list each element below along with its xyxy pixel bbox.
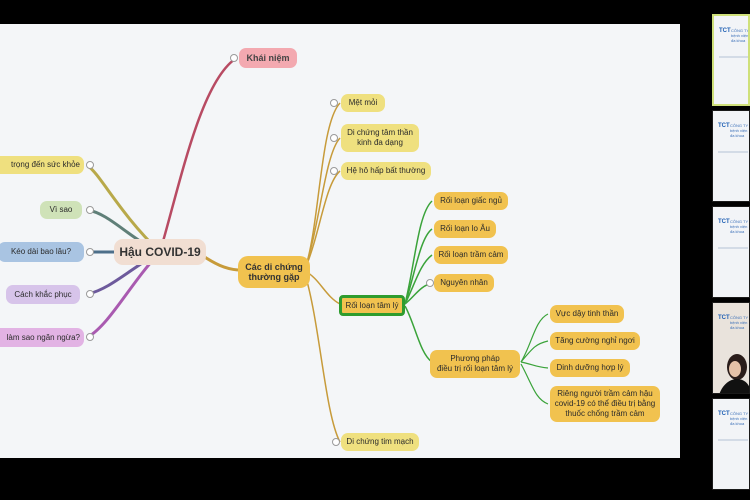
company-logo-icon: TCT <box>718 315 730 321</box>
branch-why[interactable]: Vì sao <box>40 201 82 219</box>
collapse-toggle-icon[interactable] <box>86 206 94 214</box>
company-logo-icon: TCT <box>718 219 730 225</box>
participant-tile[interactable]: TCT CÔNG TY bệnh viện đa khoa <box>712 398 750 490</box>
collapse-toggle-icon[interactable] <box>332 438 340 446</box>
collapse-toggle-icon[interactable] <box>230 54 238 62</box>
company-logo-icon: TCT <box>719 28 731 34</box>
treatment-nutrition[interactable]: Dinh dưỡng hợp lý <box>550 359 630 377</box>
divider <box>718 247 748 249</box>
tile-caption: CÔNG TY bệnh viện đa khoa <box>730 315 749 330</box>
symptom-cardio[interactable]: Di chứng tim mạch <box>341 433 419 451</box>
participant-tile-speaker[interactable]: TCT CÔNG TY bệnh viện đa khoa <box>712 302 750 394</box>
collapse-toggle-icon[interactable] <box>86 290 94 298</box>
symptom-respiratory[interactable]: Hệ hô hấp bất thường <box>341 162 431 180</box>
participant-tile[interactable]: TCT CÔNG TY bệnh viện đa khoa <box>712 14 750 106</box>
branch-importance[interactable]: trọng đến sức khỏe <box>0 156 84 174</box>
disorder-sleep[interactable]: Rối loạn giấc ngủ <box>434 192 508 210</box>
mindmap-connectors <box>87 57 549 443</box>
collapse-toggle-icon[interactable] <box>86 248 94 256</box>
branch-duration[interactable]: Kéo dài bao lâu? <box>0 242 84 262</box>
root-node[interactable]: Hậu COVID-19 <box>114 239 206 265</box>
company-logo-icon: TCT <box>718 411 730 417</box>
collapse-toggle-icon[interactable] <box>86 161 94 169</box>
participant-sidebar: TCT CÔNG TY bệnh viện đa khoa TCT CÔNG T… <box>708 14 750 492</box>
tile-caption: CÔNG TY bệnh viện đa khoa <box>730 123 749 138</box>
collapse-toggle-icon[interactable] <box>330 167 338 175</box>
branch-concept[interactable]: Khái niệm <box>239 48 297 68</box>
branch-remedy[interactable]: Cách khắc phục <box>6 285 80 304</box>
disorder-cause[interactable]: Nguyên nhân <box>434 274 494 292</box>
mindmap-canvas[interactable]: trọng đến sức khỏe Vì sao Kéo dài bao lâ… <box>0 24 680 458</box>
disorder-anxiety[interactable]: Rối loạn lo Âu <box>434 220 496 238</box>
collapse-toggle-icon[interactable] <box>86 333 94 341</box>
participant-tile[interactable]: TCT CÔNG TY bệnh viện đa khoa <box>712 206 750 298</box>
treatment-medication[interactable]: Riêng người trầm cảm hậu covid-19 có thể… <box>550 386 660 422</box>
branch-common-sequelae[interactable]: Các di chứng thường gặp <box>238 256 310 288</box>
participant-tile[interactable]: TCT CÔNG TY bệnh viện đa khoa <box>712 110 750 202</box>
divider <box>718 151 748 153</box>
collapse-toggle-icon[interactable] <box>330 99 338 107</box>
divider <box>719 56 748 58</box>
company-logo-icon: TCT <box>718 123 730 129</box>
symptom-neuro[interactable]: Di chứng tâm thần kinh đa dạng <box>341 124 419 152</box>
symptom-fatigue[interactable]: Mệt mỏi <box>341 94 385 112</box>
tile-caption: CÔNG TY bệnh viện đa khoa <box>731 28 750 43</box>
collapse-toggle-icon[interactable] <box>330 134 338 142</box>
treatment-spirit[interactable]: Vực dậy tinh thần <box>550 305 624 323</box>
divider <box>718 439 748 441</box>
disorder-depression[interactable]: Rối loạn trầm cảm <box>434 246 508 264</box>
selected-node-psychological[interactable]: Rối loạn tâm lý <box>339 295 405 316</box>
speaker-avatar-icon <box>719 354 749 393</box>
branch-prevention[interactable]: làm sao ngăn ngừa? <box>0 328 84 347</box>
tile-caption: CÔNG TY bệnh viện đa khoa <box>730 411 749 426</box>
treatment-rest[interactable]: Tăng cường nghỉ ngơi <box>550 332 640 350</box>
treatment-method[interactable]: Phương pháp điều trị rối loạn tâm lý <box>430 350 520 378</box>
collapse-toggle-icon[interactable] <box>426 279 434 287</box>
tile-caption: CÔNG TY bệnh viện đa khoa <box>730 219 749 234</box>
